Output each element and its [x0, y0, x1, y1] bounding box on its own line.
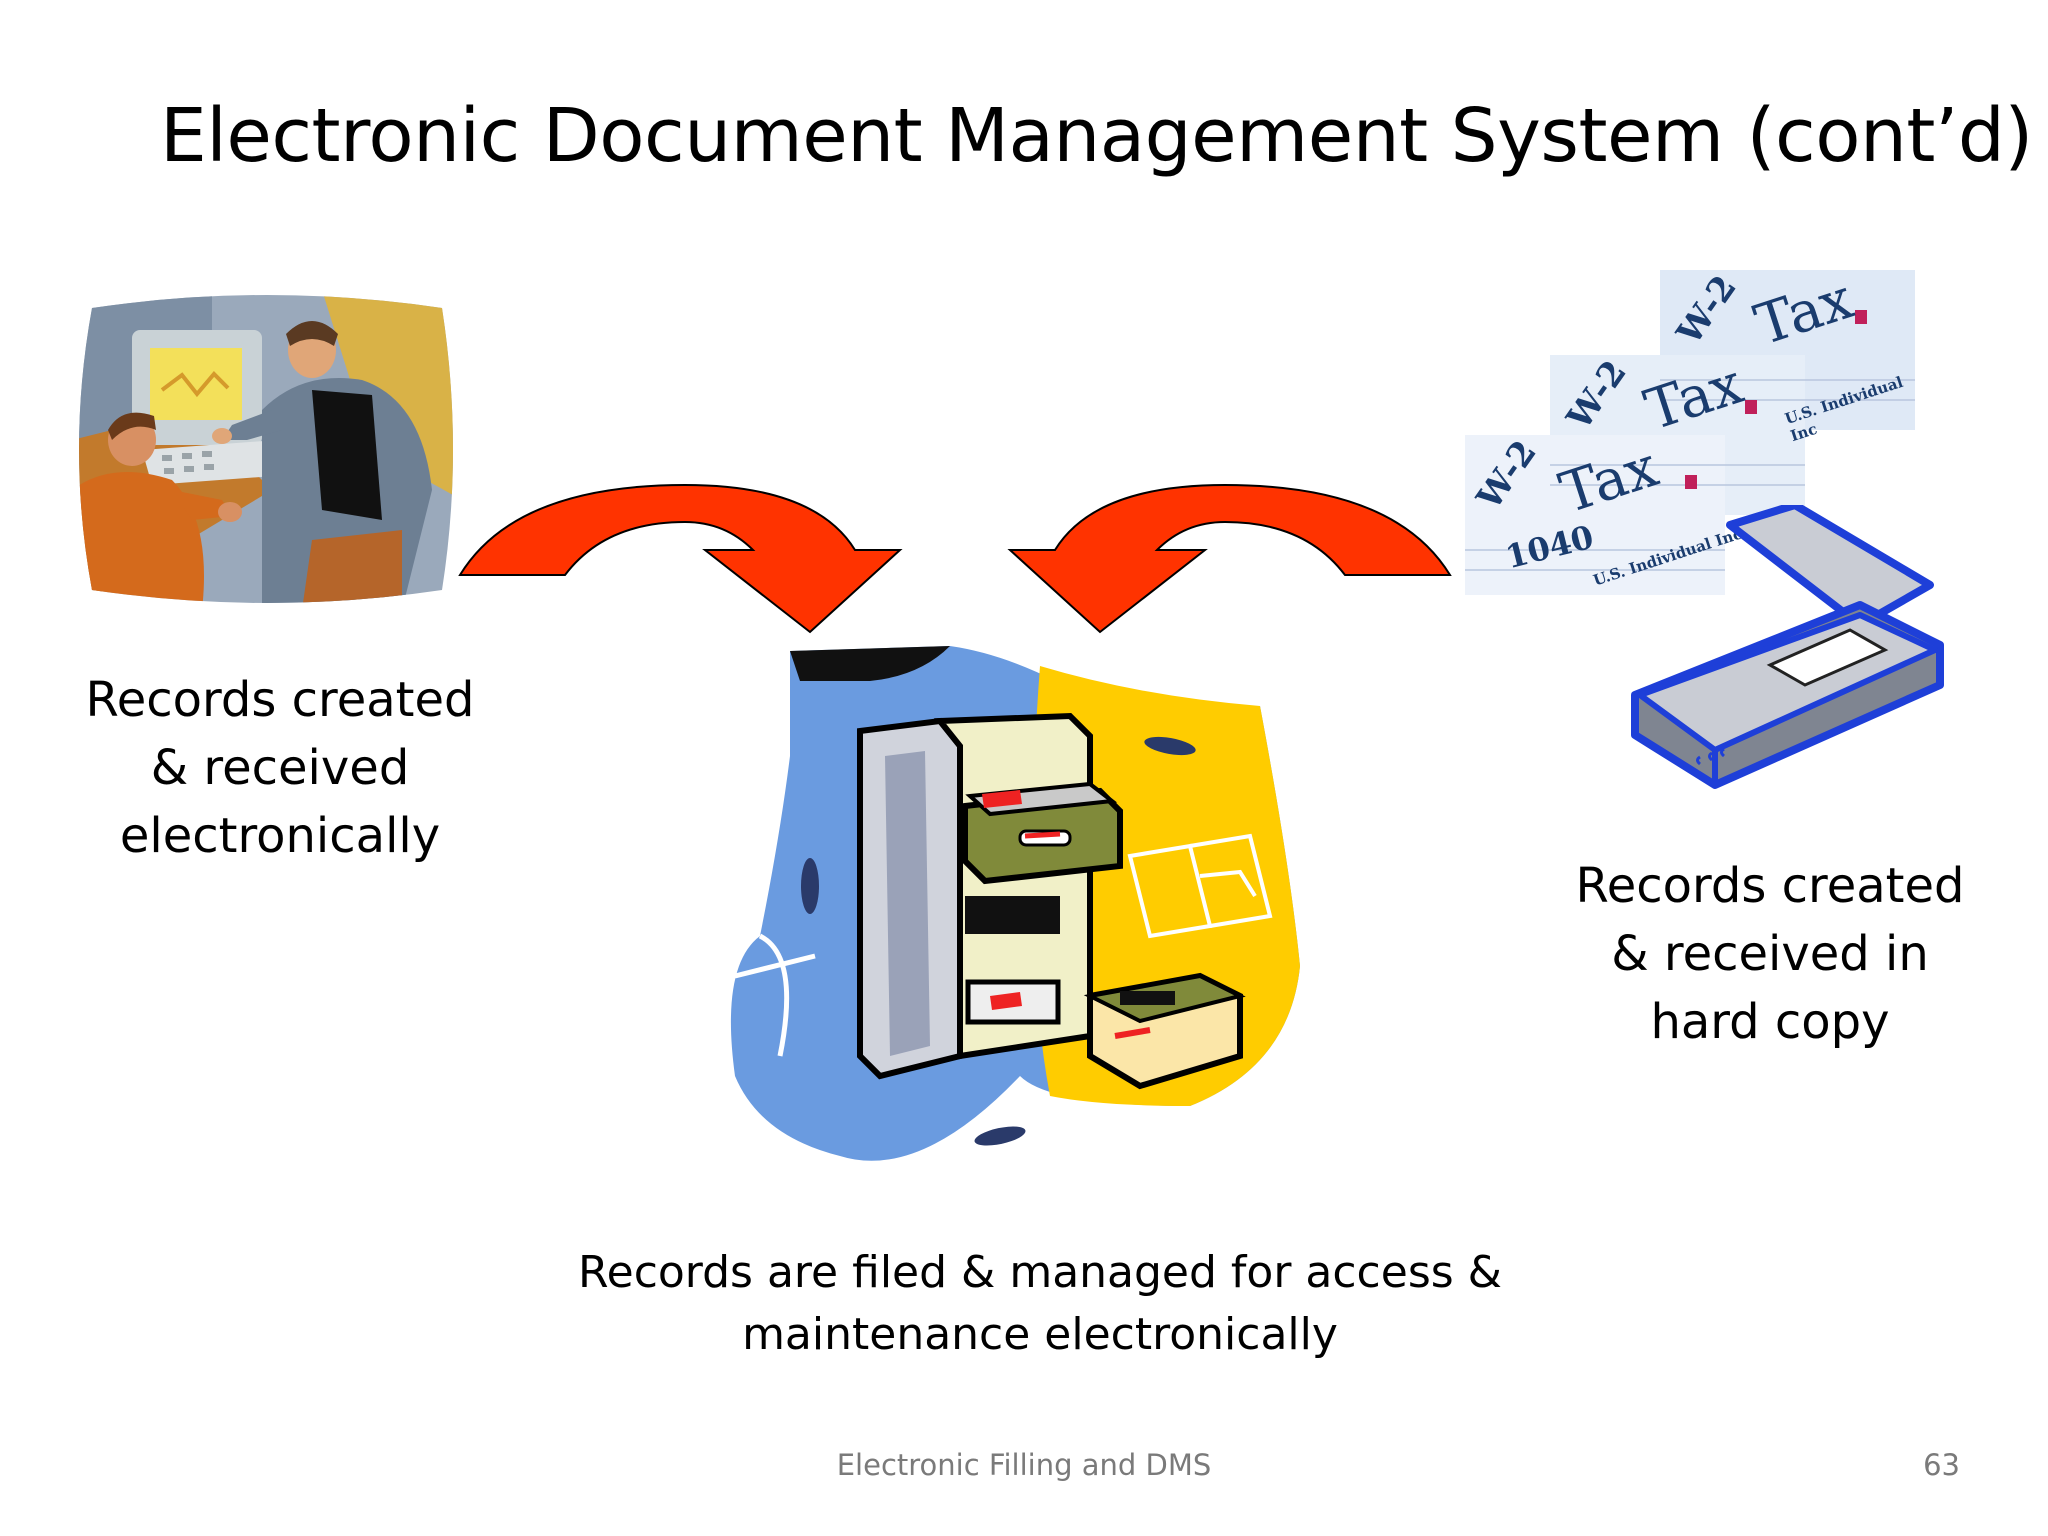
curved-arrow-icon [1007, 483, 1452, 634]
people-at-computer-icon [79, 295, 453, 603]
scanner-icon [1631, 505, 1944, 789]
caption-line: & received [150, 740, 410, 796]
caption-line: maintenance electronically [742, 1309, 1338, 1360]
left-caption: Records created & received electronicall… [60, 666, 500, 870]
caption-line: hard copy [1650, 994, 1890, 1050]
caption-line: Records are filed & managed for access & [578, 1247, 1502, 1298]
footer-text: Electronic Filling and DMS [836, 1448, 1212, 1482]
right-caption: Records created & received in hard copy [1560, 852, 1980, 1056]
caption-line: & received in [1611, 926, 1929, 982]
caption-line: electronically [119, 808, 441, 864]
tax-forms-icon: W-2 Tax W-2 Tax W-2 Tax 1040 U.S. Indivi… [1465, 266, 1915, 595]
slide-title: Electronic Document Management System (c… [160, 93, 2033, 179]
filing-cabinet-icon [730, 646, 1300, 1161]
curved-arrow-icon [458, 483, 903, 634]
caption-line: Records created [1575, 858, 1965, 914]
caption-line: Records created [85, 672, 475, 728]
page-number: 63 [1923, 1448, 1960, 1482]
center-caption: Records are filed & managed for access &… [540, 1242, 1540, 1366]
